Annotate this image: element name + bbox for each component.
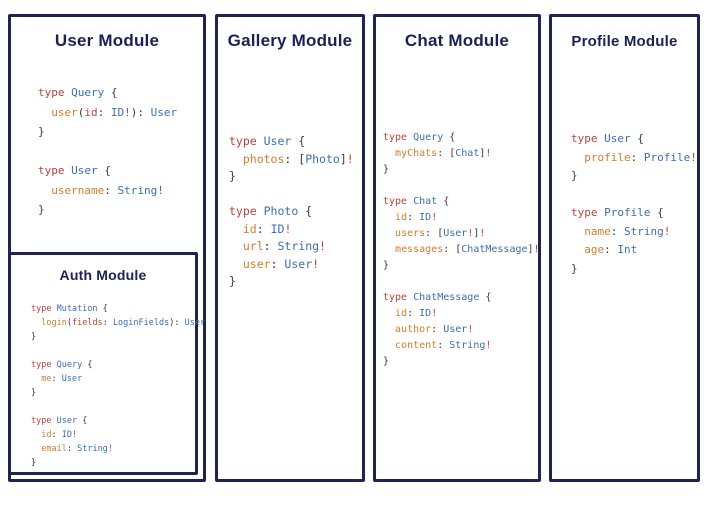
panel-profile-module: Profile Module type User { profile: Prof…: [549, 14, 700, 482]
graphql-schema-chat: type Query { myChats: [Chat]! } type Cha…: [383, 132, 540, 367]
graphql-schema-user: type Query { user(id: ID!): User } type …: [38, 86, 178, 216]
panel-chat-module: Chat Module type Query { myChats: [Chat]…: [373, 14, 541, 482]
panel-title-user-module: User Module: [54, 31, 160, 50]
panel-title-gallery-module: Gallery Module: [227, 31, 353, 50]
panel-title-chat-module: Chat Module: [404, 31, 510, 50]
panel-gallery-module: Gallery Module type User { photos: [Phot…: [215, 14, 365, 482]
graphql-schema-gallery: type User { photos: [Photo]! } type Phot…: [229, 134, 354, 288]
graphql-schema-profile: type User { profile: Profile! } type Pro…: [571, 132, 697, 275]
graphql-schema-auth: type Mutation { login(fields: LoginField…: [31, 304, 206, 468]
panel-title-auth-module: Auth Module: [59, 267, 147, 283]
panel-title-profile-module: Profile Module: [571, 33, 678, 50]
panel-auth-module: Auth Module type Mutation { login(fields…: [8, 252, 205, 475]
